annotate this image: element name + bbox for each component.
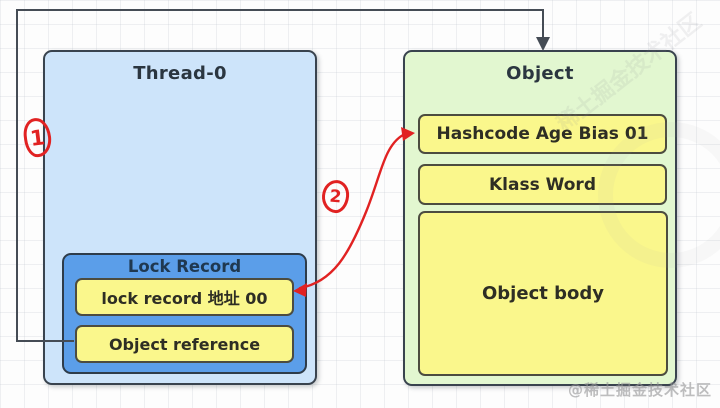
arrowhead-down-icon: [536, 37, 550, 51]
lock-record-address-cell: lock record 地址 00: [75, 278, 294, 316]
lock-record-panel: Lock Record lock record 地址 00 Object ref…: [62, 253, 307, 374]
watermark-corner: @稀土掘金技术社区: [567, 381, 712, 399]
thread-0-title: Thread-0: [133, 63, 227, 84]
step-1-number: 1: [28, 124, 47, 151]
step-2-annotation: 2: [320, 178, 351, 215]
thread-0-box: Thread-0 Lock Record lock record 地址 00 O…: [43, 50, 317, 385]
object-reference-cell: Object reference: [75, 325, 294, 363]
lock-record-title: Lock Record: [127, 257, 242, 276]
step-2-number: 2: [328, 186, 343, 207]
